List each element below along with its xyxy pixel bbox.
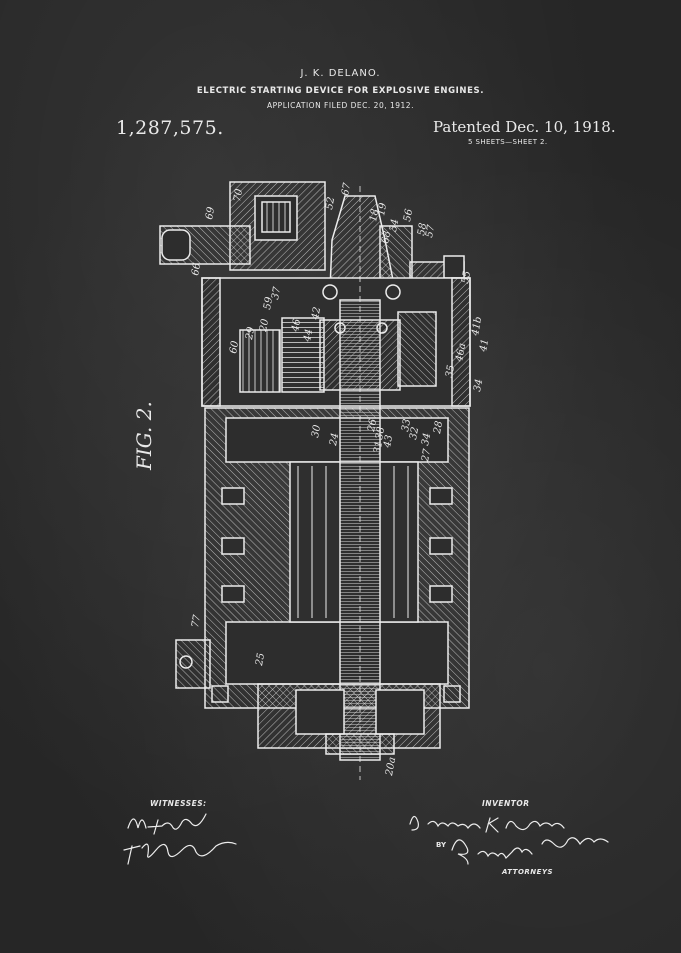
ref-numeral: 41: [478, 338, 491, 353]
witnesses-label: WITNESSES:: [150, 799, 207, 808]
ref-numeral: 26: [366, 417, 379, 433]
bearing-ball-left: [322, 284, 338, 300]
reduction-gear-center: [281, 317, 325, 393]
ref-numeral: 56: [402, 207, 415, 222]
witness-1-signature: [127, 813, 207, 835]
pinion-gear: [261, 201, 291, 233]
ref-numeral: 34: [388, 218, 401, 232]
ref-numeral: 58: [416, 222, 429, 236]
ref-numeral: 59: [262, 295, 275, 310]
pole-slot-right-2: [429, 537, 453, 555]
ref-numeral: 69: [204, 205, 217, 220]
mounting-bolt-left: [211, 685, 229, 703]
ref-numeral: 66: [190, 261, 203, 276]
terminal-screw: [179, 655, 193, 669]
lower-bearing: [325, 733, 395, 755]
ref-numeral: 44: [302, 328, 315, 343]
ref-numeral: 33: [400, 418, 413, 432]
ref-numeral: 25: [254, 652, 267, 667]
ref-numeral: 43: [382, 434, 395, 449]
ref-numeral: 34: [420, 432, 433, 446]
attorneys-label: ATTORNEYS: [502, 868, 554, 876]
ref-numeral: 20a: [384, 756, 398, 777]
pole-slot-right-1: [429, 487, 453, 505]
lever-knob: [161, 229, 191, 261]
witness-2-signature: [123, 841, 237, 865]
patent-number: 1,287,575.: [116, 117, 224, 139]
ref-numeral: 68: [380, 230, 393, 244]
ref-numeral: 55: [460, 270, 473, 284]
field-gap-bottom: [225, 621, 449, 685]
patented-date: Patented Dec. 10, 1918.: [433, 118, 616, 136]
figure-label: FIG. 2.: [132, 401, 156, 470]
ref-numeral: 60: [228, 339, 241, 354]
pole-slot-left-2: [221, 537, 245, 555]
gear-chamber-right-wall: [451, 277, 471, 407]
reduction-gear-left: [239, 329, 281, 393]
patent-title: ELECTRIC STARTING DEVICE FOR EXPLOSIVE E…: [196, 86, 485, 96]
ref-numeral: 42: [310, 306, 323, 321]
ref-numeral: 30: [310, 423, 323, 438]
inventor-signature: [409, 815, 565, 833]
ref-numeral: 27: [420, 447, 433, 463]
ref-numeral: 46: [290, 317, 303, 333]
ref-numeral: 38: [374, 426, 387, 440]
ref-numeral: 37: [270, 285, 283, 300]
attorney-signature: [451, 837, 609, 865]
ref-numeral: 35: [444, 364, 457, 378]
mounting-bolt-right: [443, 685, 461, 703]
ref-numeral: 31: [372, 440, 385, 454]
gear-chamber-left-wall: [201, 277, 221, 407]
commutator-chamber-right: [375, 689, 425, 735]
terminal-block: [175, 639, 211, 689]
ref-numeral: 19: [376, 201, 389, 216]
ref-numeral: 29: [244, 325, 257, 341]
reference-numerals: 69 70 67 52 18 19 56 34 68 58 57 66 55 6…: [190, 181, 491, 777]
ref-numeral: 28: [432, 420, 445, 435]
inventor-name-header: J. K. DELANO.: [300, 68, 381, 79]
ref-numeral: 18: [368, 208, 381, 222]
ref-numeral: 57: [424, 223, 437, 238]
ref-numeral: 67: [340, 181, 353, 196]
ref-numeral: 46a: [454, 342, 468, 363]
field-gap-top: [225, 417, 449, 463]
pole-slot-left-3: [221, 585, 245, 603]
commutator-chamber-left: [295, 689, 345, 735]
reduction-gear-right: [397, 311, 437, 387]
sheet-count: 5 SHEETS—SHEET 2.: [468, 138, 548, 146]
ref-numeral: 77: [190, 613, 203, 628]
pole-slot-left-1: [221, 487, 245, 505]
by-label: BY: [436, 841, 447, 849]
inventor-label: INVENTOR: [482, 799, 530, 808]
ref-numeral: 52: [324, 196, 337, 210]
handwritten-signatures: [123, 813, 609, 865]
ref-numeral: 34: [472, 378, 485, 392]
pole-slot-right-3: [429, 585, 453, 603]
ref-numeral: 70: [232, 187, 245, 202]
application-filed-date: APPLICATION FILED DEC. 20, 1912.: [267, 101, 414, 110]
ref-numeral: 20: [258, 317, 271, 333]
bearing-ball-right: [385, 284, 401, 300]
ref-numeral: 41b: [470, 316, 484, 338]
ref-numeral: 24: [328, 432, 341, 447]
ref-numeral: 32: [408, 426, 421, 440]
